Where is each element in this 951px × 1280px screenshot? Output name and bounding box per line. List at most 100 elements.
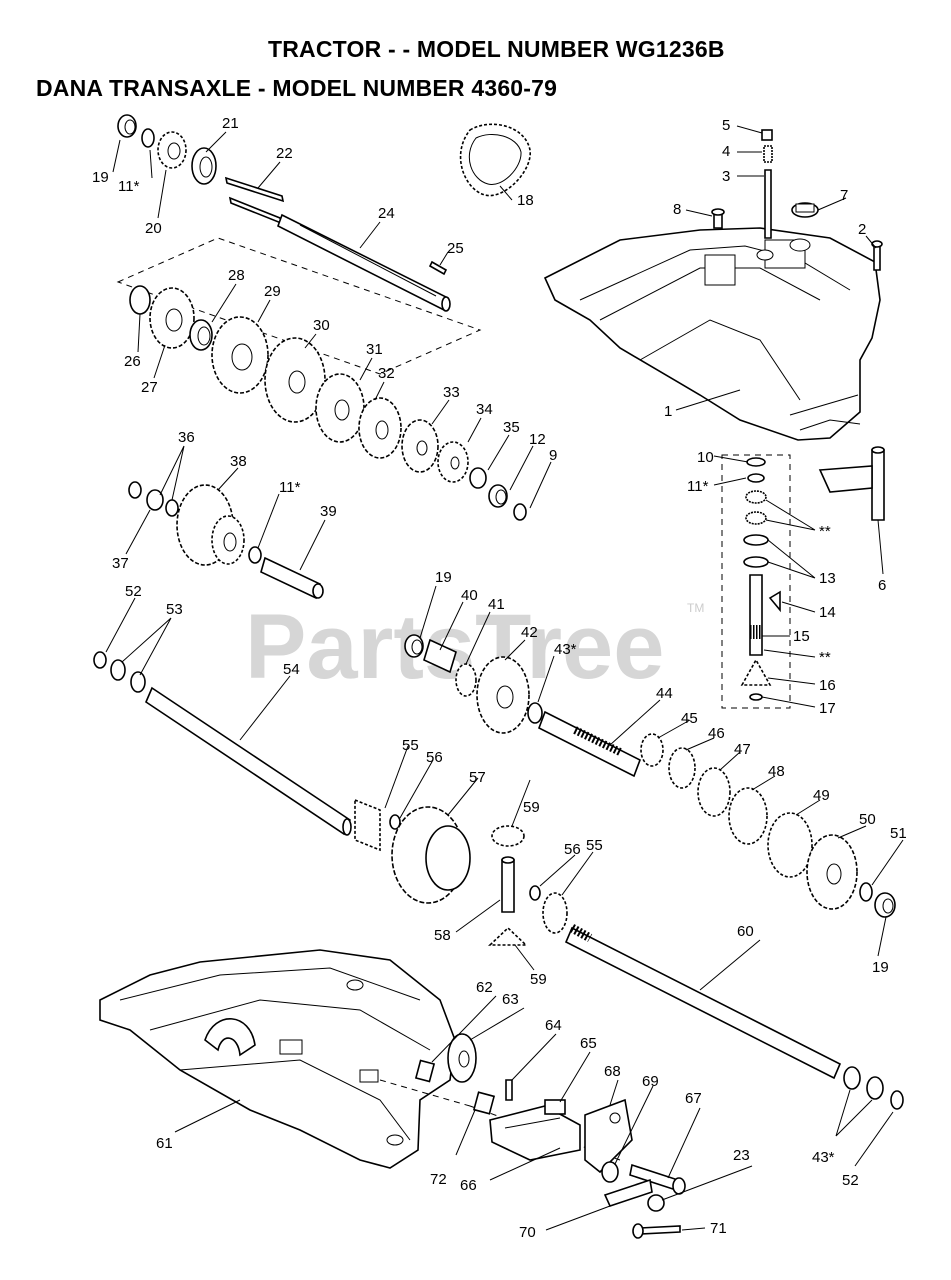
callout-labels: 19 11* 20 21 22 24 25 18 26 27 28 29 30 … (92, 115, 907, 1241)
part-41-sprocket (455, 663, 477, 697)
part-33-gear (401, 419, 439, 473)
callout-6: 6 (878, 577, 886, 594)
callout-43: 43* (554, 641, 577, 658)
callout-53: 53 (166, 601, 183, 618)
callout-41: 41 (488, 596, 505, 613)
callout-58: 58 (434, 927, 451, 944)
part-21-bearing (191, 147, 217, 185)
callout-31: 31 (366, 341, 383, 358)
watermark-text: PartsTree (245, 596, 664, 698)
part-68-lever (584, 1098, 633, 1174)
part-11-washer-shifter (747, 473, 765, 483)
part-59-pinion-lower (487, 926, 529, 946)
part-47-gear (697, 767, 731, 817)
part-11-washer-top (141, 128, 155, 148)
part-53-washers (110, 659, 146, 693)
callout-11-shifter: 11* (687, 478, 709, 495)
part-32-gear (358, 397, 402, 459)
callout-42: 42 (521, 624, 538, 641)
part-35-washer (469, 467, 487, 489)
callout-29: 29 (264, 283, 281, 300)
part-24-shaft (277, 213, 451, 312)
part-13-washers (743, 534, 769, 568)
callout-52: 52 (125, 583, 142, 600)
part-3-pin (764, 169, 772, 239)
callout-16: 16 (819, 677, 836, 694)
callout-46: 46 (708, 725, 725, 742)
part-69-washer (601, 1161, 619, 1183)
part-15-shift-shaft (749, 574, 763, 656)
part-52-ring-left (93, 651, 107, 669)
part-27-sprocket (149, 287, 195, 349)
callout-54: 54 (283, 661, 300, 678)
part-19-bushing-right (874, 892, 896, 918)
part-55-bevel-gear-left (354, 798, 381, 852)
callout-72: 72 (430, 1171, 447, 1188)
callout-38: 38 (230, 453, 247, 470)
part-55-bevel-gear-right (542, 892, 568, 934)
part-56-ring-left (389, 814, 401, 830)
callout-59-upper: 59 (523, 799, 540, 816)
callout-37: 37 (112, 555, 129, 572)
part-40-bushing (423, 638, 457, 674)
callout-22: 22 (276, 145, 293, 162)
callout-36: 36 (178, 429, 195, 446)
callout-2: 2 (858, 221, 866, 238)
callout-17: 17 (819, 700, 836, 717)
part-16-bevel-gear (740, 658, 772, 686)
part-63-disc (447, 1033, 477, 1083)
part-19-bushing-mid (404, 634, 424, 658)
part-12-bushing (488, 484, 508, 508)
callout-64: 64 (545, 1017, 562, 1034)
part-8-bolt (711, 208, 725, 229)
part-36-washers (128, 481, 179, 517)
part-19-bushing-top (117, 114, 137, 138)
part-bearings-double-star (745, 490, 767, 525)
part-52-ring-right (890, 1090, 904, 1110)
part-14-key (768, 590, 781, 613)
callout-52-right: 52 (842, 1172, 859, 1189)
callout-30: 30 (313, 317, 330, 334)
callout-45: 45 (681, 710, 698, 727)
callout-51: 51 (890, 825, 907, 842)
part-23-nut (647, 1194, 665, 1212)
callout-68: 68 (604, 1063, 621, 1080)
callout-43-lower: 43* (812, 1149, 835, 1166)
part-25-pin (428, 260, 448, 276)
callout-65: 65 (580, 1035, 597, 1052)
callout-9: 9 (549, 447, 557, 464)
part-64-pins (505, 1079, 513, 1101)
leader-lines (105, 125, 904, 1231)
callout-62: 62 (476, 979, 493, 996)
part-39-shaft (260, 556, 324, 600)
part-17-ring (749, 693, 763, 701)
part-71-bolt (632, 1223, 681, 1239)
part-1-upper-housing (543, 227, 881, 441)
callout-18: 18 (517, 192, 534, 209)
callout-3: 3 (722, 168, 730, 185)
part-26-ring (129, 285, 151, 315)
callout-32: 32 (378, 365, 395, 382)
part-67-bolt (629, 1163, 686, 1195)
part-43-washers-lower (843, 1066, 884, 1100)
part-46-gear (668, 747, 696, 789)
callout-34: 34 (476, 401, 493, 418)
callout-59-lower: 59 (530, 971, 547, 988)
callout-47: 47 (734, 741, 751, 758)
callout-67: 67 (685, 1090, 702, 1107)
callout-11: 11* (118, 178, 140, 195)
callout-5: 5 (722, 117, 730, 134)
part-70-bracket (603, 1178, 653, 1207)
part-22-keys (224, 176, 285, 225)
watermark-tm: TM (687, 601, 704, 615)
callout-56-left: 56 (426, 749, 443, 766)
callout-7: 7 (840, 187, 848, 204)
callout-19-mid: 19 (435, 569, 452, 586)
part-48-gear (728, 787, 768, 845)
callout-33: 33 (443, 384, 460, 401)
callout-1: 1 (664, 403, 672, 420)
callout-27: 27 (141, 379, 158, 396)
part-31-gear (315, 373, 365, 443)
callout-23: 23 (733, 1147, 750, 1164)
